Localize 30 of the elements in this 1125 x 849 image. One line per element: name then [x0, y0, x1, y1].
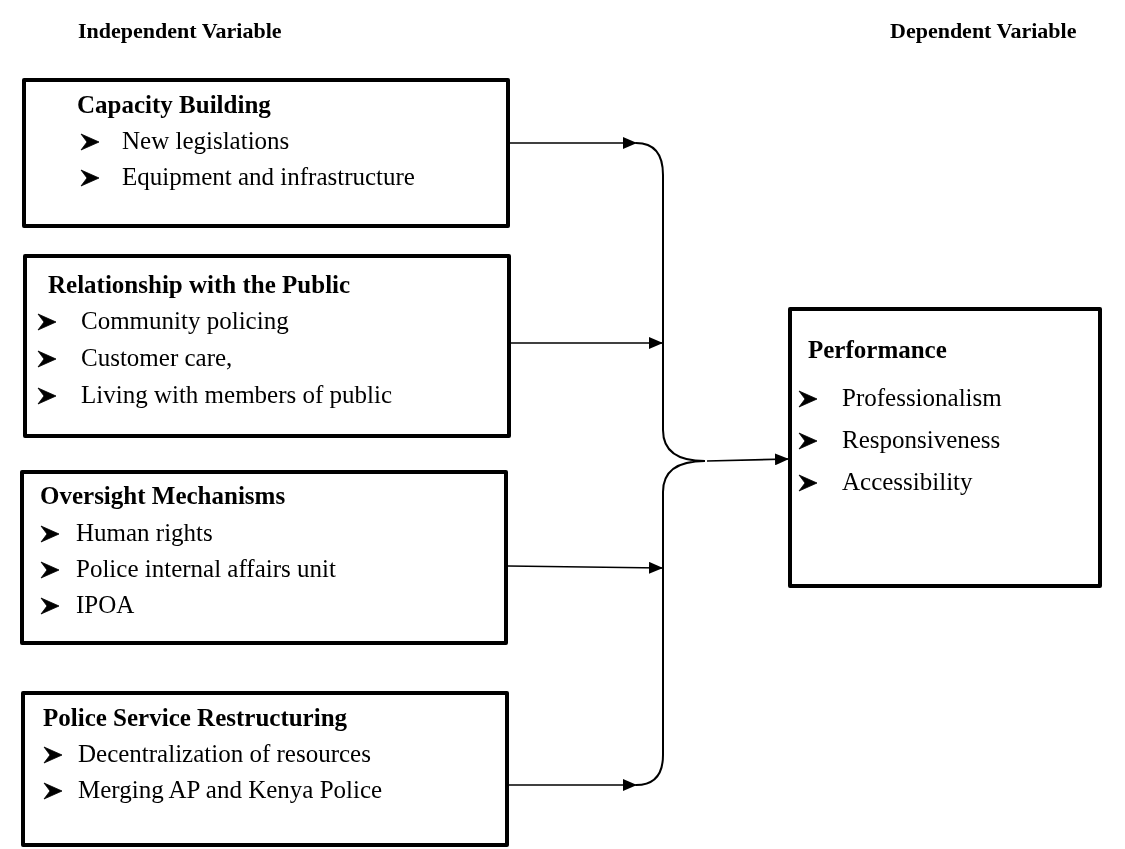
bullet-text: IPOA — [76, 590, 135, 620]
box-heading: Capacity Building — [77, 90, 271, 120]
variable-box — [23, 254, 511, 438]
variable-box — [21, 691, 509, 847]
box-heading: Relationship with the Public — [48, 270, 351, 300]
bullet-text: Living with members of public — [81, 380, 393, 410]
arrow — [509, 137, 637, 149]
bullet-text: Responsiveness — [842, 425, 1001, 455]
bullet-text: Human rights — [76, 518, 213, 548]
column-heading: Dependent Variable — [890, 18, 1077, 44]
box-heading: Performance — [808, 335, 947, 365]
bullet-text: Equipment and infrastructure — [122, 162, 415, 192]
bullet-text: Merging AP and Kenya Police — [78, 775, 383, 805]
bullet-text: Police internal affairs unit — [76, 554, 336, 584]
bullet-text: Professionalism — [842, 383, 1002, 413]
arrow — [508, 779, 637, 791]
bullet-text: Decentralization of resources — [78, 739, 371, 769]
column-heading: Independent Variable — [78, 18, 282, 44]
bullet-text: New legislations — [122, 126, 290, 156]
bullet-text: Community policing — [81, 306, 289, 336]
box-heading: Police Service Restructuring — [43, 703, 348, 733]
variable-box — [20, 470, 508, 645]
arrow — [706, 453, 789, 466]
variable-box — [788, 307, 1102, 588]
arrow — [510, 337, 663, 349]
bullet-text: Accessibility — [842, 467, 973, 497]
bullet-text: Customer care, — [81, 343, 233, 373]
arrow — [507, 561, 663, 574]
variable-box — [22, 78, 510, 228]
box-heading: Oversight Mechanisms — [40, 481, 286, 511]
